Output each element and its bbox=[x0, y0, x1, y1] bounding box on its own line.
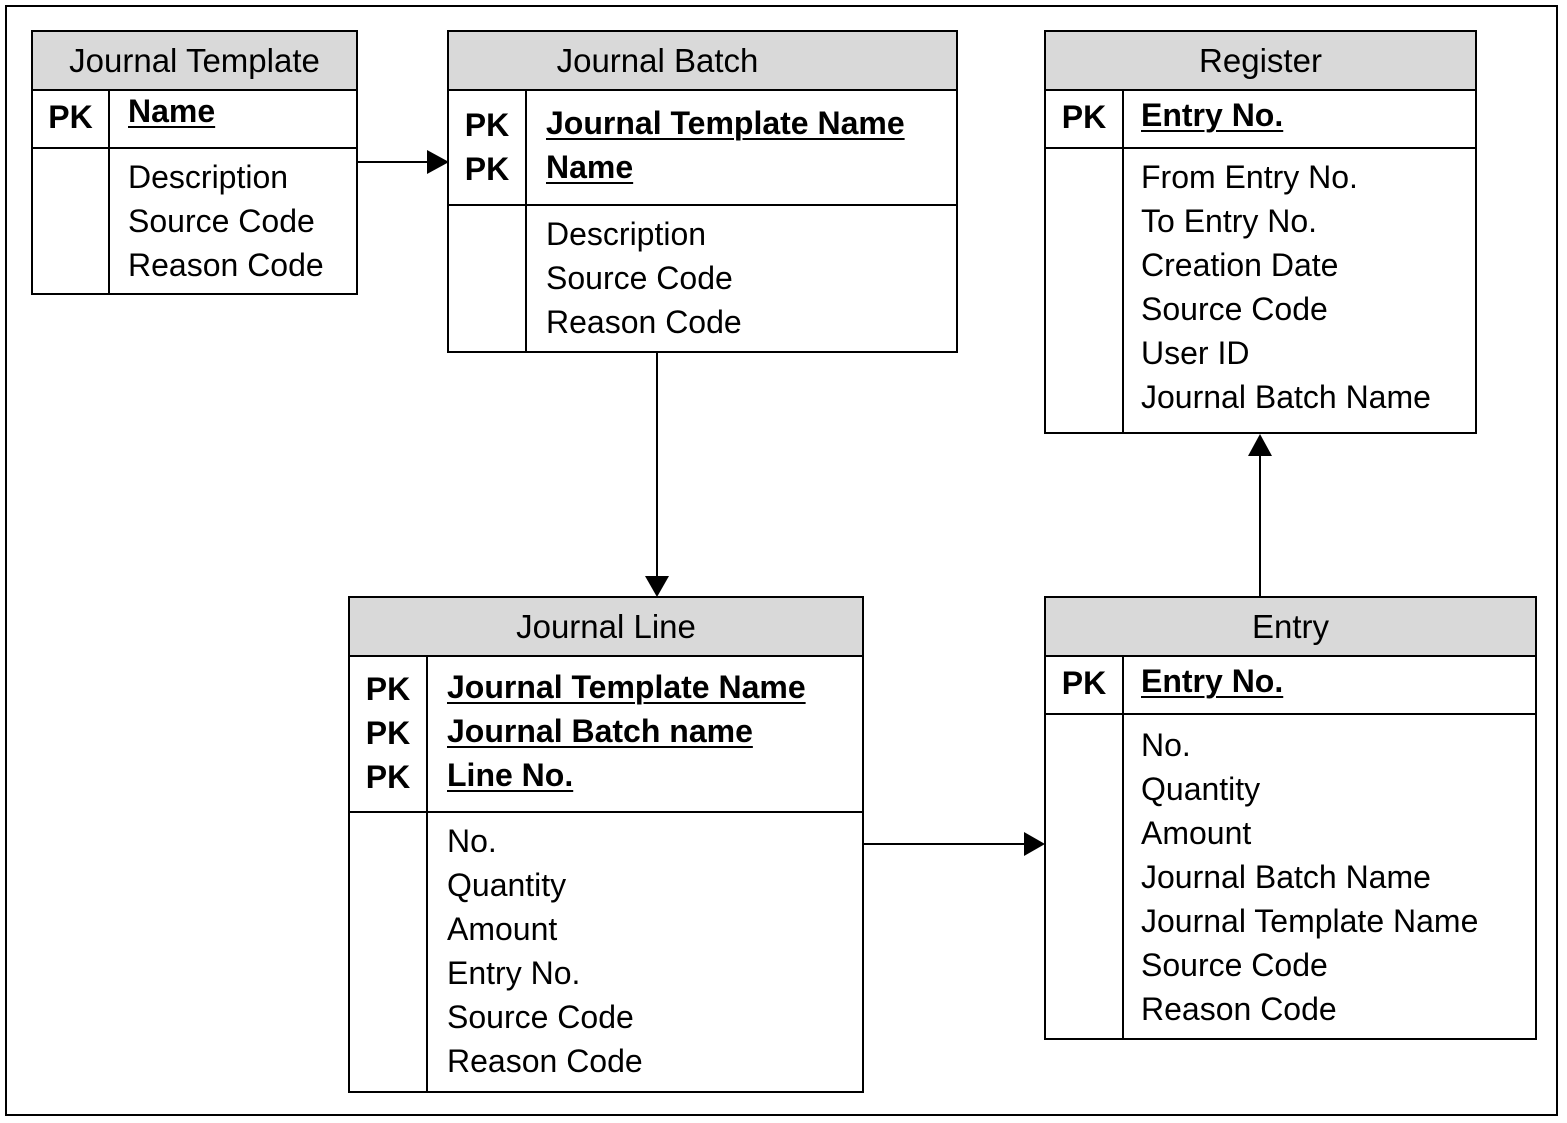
pk-label: PK bbox=[365, 759, 411, 795]
pk-label: PK bbox=[365, 715, 411, 751]
key-field: Line No. bbox=[447, 757, 574, 793]
attribute: Journal Batch Name bbox=[1141, 379, 1431, 415]
entity-journal-batch: Journal Batch PK PK Journal Template Nam… bbox=[447, 30, 958, 353]
arrowhead-batch-to-line bbox=[645, 576, 669, 597]
attribute: Creation Date bbox=[1141, 247, 1339, 283]
attribute: No. bbox=[447, 823, 497, 859]
key-field: Entry No. bbox=[1141, 97, 1284, 133]
key-section: PK PK PK Journal Template Name Journal B… bbox=[350, 655, 862, 813]
attribute: Description bbox=[128, 159, 289, 195]
attribute: User ID bbox=[1141, 335, 1250, 371]
entity-title: Journal Line bbox=[350, 598, 862, 657]
key-field: Journal Batch name bbox=[447, 713, 753, 749]
attribute: Source Code bbox=[128, 203, 315, 239]
attribute-section: No. Quantity Amount Entry No. Source Cod… bbox=[350, 811, 862, 1091]
key-field: Name bbox=[128, 93, 216, 129]
arrowhead-entry-to-register bbox=[1248, 434, 1272, 456]
entity-journal-template: Journal Template PK Name Description Sou… bbox=[31, 30, 358, 295]
attribute: From Entry No. bbox=[1141, 159, 1358, 195]
entity-title: Entry bbox=[1046, 598, 1535, 657]
attribute: Journal Batch Name bbox=[1141, 859, 1431, 895]
pk-label: PK bbox=[48, 99, 93, 135]
key-field: Journal Template Name bbox=[546, 105, 905, 141]
pk-label: PK bbox=[365, 671, 411, 707]
entity-title: Journal Template bbox=[33, 32, 356, 91]
entity-title: Journal Batch bbox=[449, 32, 956, 91]
attribute: Description bbox=[546, 216, 707, 252]
key-section: PK Entry No. bbox=[1046, 655, 1535, 715]
entity-register: Register PK Entry No. From Entry No. To … bbox=[1044, 30, 1477, 434]
key-section: PK PK Journal Template Name Name bbox=[449, 89, 956, 206]
pk-label: PK bbox=[464, 107, 510, 143]
attribute: Reason Code bbox=[546, 304, 742, 340]
attribute-section: Description Source Code Reason Code bbox=[33, 147, 356, 293]
attribute: Reason Code bbox=[128, 247, 324, 283]
attribute: Quantity bbox=[447, 867, 567, 903]
entity-title: Register bbox=[1046, 32, 1475, 91]
key-section: PK Entry No. bbox=[1046, 89, 1475, 149]
attribute-section: Description Source Code Reason Code bbox=[449, 204, 956, 351]
entity-journal-line: Journal Line PK PK PK Journal Template N… bbox=[348, 596, 864, 1093]
attribute: Journal Template Name bbox=[1141, 903, 1479, 939]
key-field: Journal Template Name bbox=[447, 669, 806, 705]
attribute: Amount bbox=[447, 911, 558, 947]
key-field: Name bbox=[546, 149, 634, 185]
attribute: Source Code bbox=[546, 260, 733, 296]
attribute: Source Code bbox=[447, 999, 634, 1035]
arrowhead-template-to-batch bbox=[427, 150, 449, 174]
pk-label: PK bbox=[1061, 99, 1107, 135]
arrowhead-line-to-entry bbox=[1024, 832, 1045, 856]
attribute-section: From Entry No. To Entry No. Creation Dat… bbox=[1046, 147, 1475, 432]
attribute-section: No. Quantity Amount Journal Batch Name J… bbox=[1046, 713, 1535, 1038]
entity-entry: Entry PK Entry No. No. Quantity Amount J… bbox=[1044, 596, 1537, 1040]
key-section: PK Name bbox=[33, 89, 356, 149]
attribute: Source Code bbox=[1141, 947, 1328, 983]
attribute: Reason Code bbox=[447, 1043, 643, 1079]
pk-label: PK bbox=[464, 151, 510, 187]
attribute: To Entry No. bbox=[1141, 203, 1318, 239]
attribute: Reason Code bbox=[1141, 991, 1337, 1027]
attribute: No. bbox=[1141, 727, 1191, 763]
attribute: Source Code bbox=[1141, 291, 1328, 327]
attribute: Entry No. bbox=[447, 955, 581, 991]
key-field: Entry No. bbox=[1141, 663, 1284, 699]
diagram-frame bbox=[5, 5, 1558, 1116]
pk-label: PK bbox=[1061, 665, 1107, 701]
attribute: Amount bbox=[1141, 815, 1252, 851]
attribute: Quantity bbox=[1141, 771, 1261, 807]
